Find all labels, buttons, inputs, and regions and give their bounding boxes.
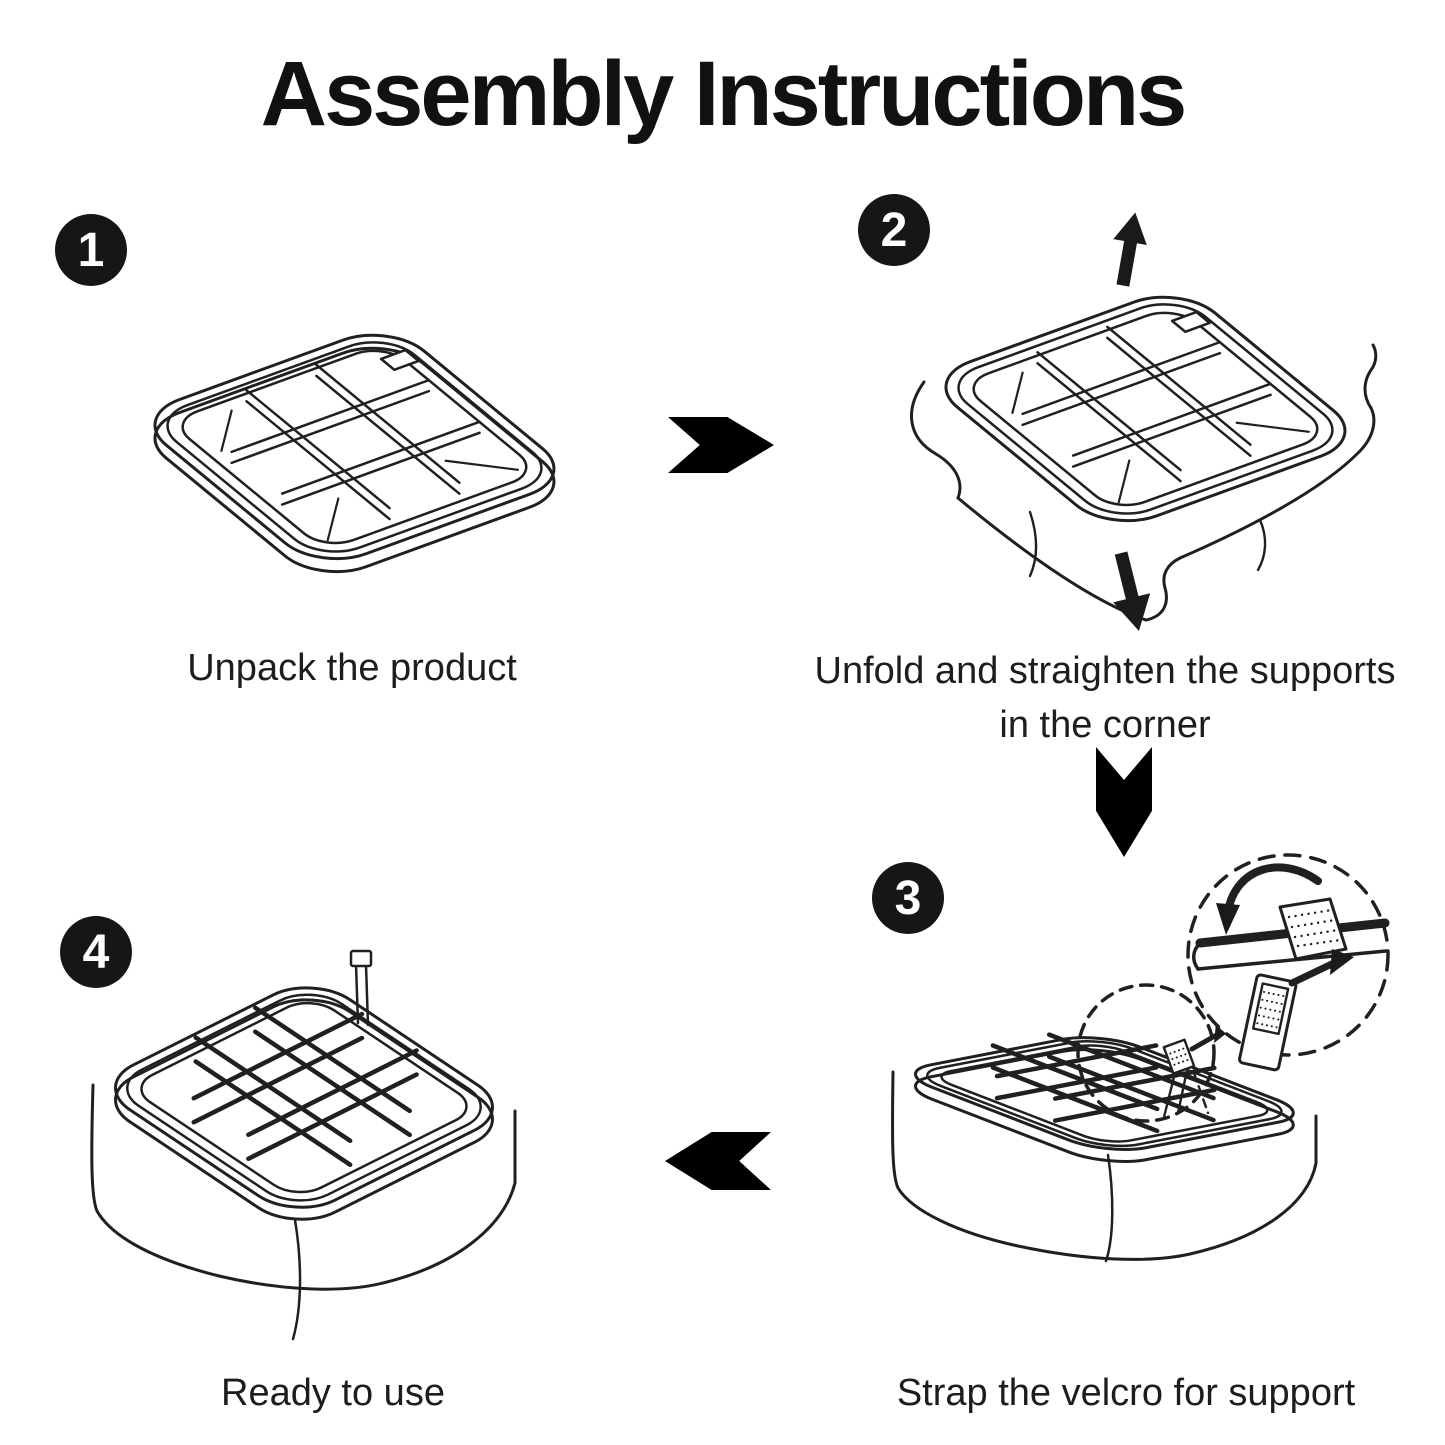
step-2-number-badge: 2 bbox=[858, 194, 930, 266]
corner-support-tab bbox=[381, 350, 418, 370]
magnifier-dashed-circle-icon bbox=[1076, 983, 1216, 1123]
velcro-strap bbox=[1238, 973, 1298, 1072]
divider-grid-top-edges bbox=[143, 980, 466, 1167]
box-rim-outline bbox=[93, 975, 515, 1220]
front-corner-crease bbox=[291, 1218, 302, 1341]
step-1-illustration bbox=[90, 295, 635, 645]
collapsed-divider-folds bbox=[980, 319, 1310, 503]
rim-thickness bbox=[893, 1044, 1316, 1167]
box-rim-outline bbox=[893, 1032, 1316, 1155]
divider-grid-base bbox=[143, 1004, 466, 1191]
step-1-number: 1 bbox=[77, 223, 105, 277]
flow-arrow-down-icon bbox=[1096, 747, 1152, 857]
step-4-number: 4 bbox=[82, 925, 110, 979]
step-4-illustration bbox=[90, 949, 517, 1341]
corner-support-tab bbox=[1172, 312, 1209, 332]
divider-grid-base bbox=[943, 1046, 1266, 1140]
pull-down-arrow-icon bbox=[1113, 551, 1151, 632]
step-2-illustration bbox=[910, 212, 1378, 632]
flow-arrow-right-icon bbox=[668, 417, 774, 473]
hanging-strap bbox=[1162, 1073, 1188, 1119]
page-title: Assembly Instructions bbox=[260, 43, 1188, 145]
step-4-number-badge: 4 bbox=[60, 916, 132, 988]
box-walls bbox=[90, 1083, 517, 1341]
divider-grid-top-edges bbox=[975, 303, 1315, 493]
velcro-patch-icon bbox=[1162, 1038, 1196, 1075]
tray-rim-outline bbox=[132, 323, 577, 571]
divider-grid-base bbox=[184, 352, 524, 542]
front-corner-crease bbox=[1104, 1153, 1114, 1263]
step-1-caption: Unpack the product bbox=[187, 647, 517, 689]
flow-arrow-left-icon bbox=[665, 1132, 771, 1190]
step-3-number-badge: 3 bbox=[872, 862, 944, 934]
divider-grid-top-edges bbox=[943, 1024, 1266, 1118]
tray-rim-outline bbox=[923, 285, 1368, 533]
fold-over-curved-arrow-icon bbox=[1224, 863, 1322, 915]
strap-direction-arrowhead bbox=[1330, 949, 1354, 975]
velcro-detail-callout bbox=[1076, 853, 1390, 1123]
divider-grid-top-edges bbox=[184, 341, 524, 531]
step-3-caption: Strap the velcro for support bbox=[896, 1372, 1356, 1414]
divider-grid-base bbox=[975, 314, 1315, 504]
box-walls bbox=[891, 1070, 1318, 1263]
step-2-caption: Unfold and straighten the supports in th… bbox=[814, 650, 1396, 746]
step-3-illustration bbox=[891, 853, 1390, 1263]
step-3-number: 3 bbox=[894, 871, 922, 925]
step-4-caption: Ready to use bbox=[221, 1372, 445, 1414]
velcro-patch-icon bbox=[1278, 897, 1348, 961]
fabric-skirt bbox=[910, 343, 1378, 622]
collapsed-divider-folds bbox=[189, 357, 519, 541]
pull-up-arrow-icon bbox=[1113, 212, 1147, 287]
step-2-number: 2 bbox=[880, 203, 908, 257]
step-1-number-badge: 1 bbox=[55, 214, 127, 286]
